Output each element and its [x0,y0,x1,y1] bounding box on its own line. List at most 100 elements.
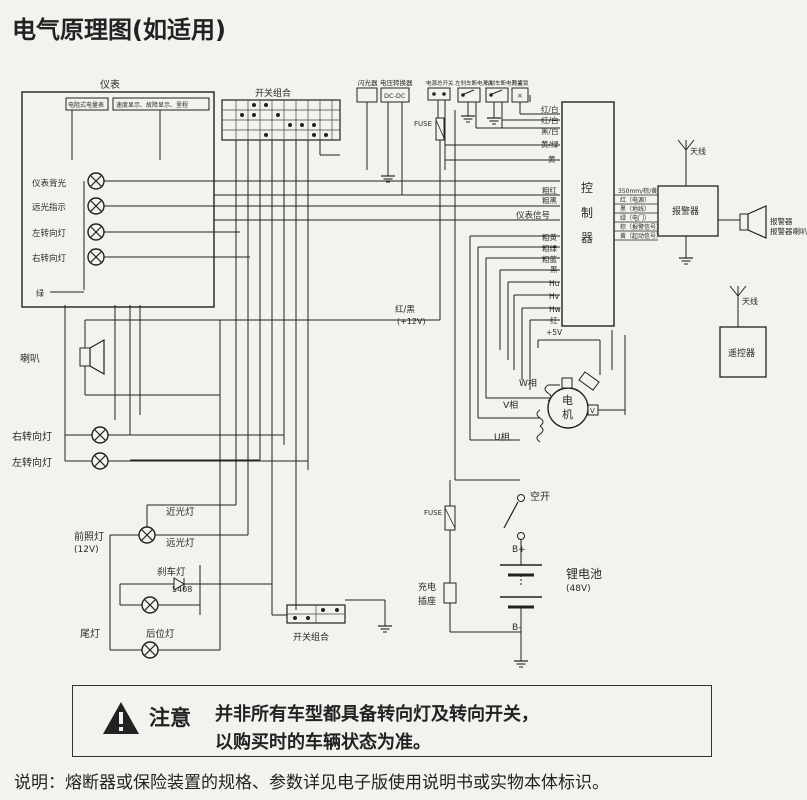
page-title: 电气原理图(如适用) [12,16,226,44]
supply-wire-label: 红/黑 [395,304,415,315]
wire-red-white-2: 红/白 [541,115,559,125]
horn-label: 喇叭 [20,353,40,365]
wire-thick-black: 粗黑 [542,195,557,205]
flash-relay: 闪光器 [356,78,378,170]
motor-phase-w: W相 [519,377,537,389]
flash-relay-label: 闪光器 [358,78,378,87]
motor-phase-u: U相 [494,431,510,443]
warning-icon [103,702,139,734]
motor: 电 机 W相 V相 U相 V [494,371,625,443]
charge-port-label-2: 插座 [418,595,436,607]
right-turn-indicator-icon [87,248,105,266]
alarm-antenna-label: 天线 [690,146,706,156]
breaker-label: 空开 [530,490,550,503]
wire-yellow-green: 黄/绿 [541,139,559,149]
dcdc-label: DC-DC [384,92,406,100]
controller-title-3: 器 [581,231,593,245]
battery-voltage: (48V) [566,584,591,594]
headlight: 前照灯 (12V) 近光灯 远光灯 [74,504,248,650]
battery-fuse-label: FUSE [424,509,442,517]
wire-instrument-signal: 仪表信号 [516,210,550,221]
right-brake-switch-label: 右刹车断电开关 [484,79,523,87]
switch-combo-top-label: 开关组合 [255,87,291,99]
top-switch-group: 电源总开关 左刹车断电开关 右刹车断电开关 防盗锁 × [426,79,529,103]
controller-title-2: 制 [581,206,593,220]
battery-b-minus: B- [512,623,521,633]
instrument-panel: 仪表 电阻式电量表 速度显示、故障显示、里程 仪表背光 远光指示 左转向灯 右转… [21,78,215,308]
motor-phase-v: V相 [503,399,518,411]
wire-thick-red: 粗红 [542,185,557,195]
right-turn-light-icon [91,426,109,444]
switch-combo-bottom: 开关组合 [286,599,393,643]
lamp-label-high-beam: 远光指示 [32,202,66,213]
hall-sensor-icon: V [590,407,595,415]
notice-box: 注意 并非所有车型都具备转向灯及转向开关， 以购买时的车辆状态为准。 [72,685,712,757]
power-switch-label: 电源总开关 [426,79,454,87]
horn: 喇叭 [20,305,220,435]
brake-light-label: 刹车灯 [157,566,186,578]
lamp-label-left-turn: 左转向灯 [32,228,67,239]
speed-display-label: 速度显示、故障显示、里程 [116,101,188,109]
left-turn-light-icon [91,452,109,470]
wire-thick-green: 粗绿 [542,243,557,253]
headlight-icon [138,526,156,544]
notice-heading: 注意 [149,706,191,730]
controller: 控 制 器 红/白 红/白 黑/白 黄/绿 黄 粗红 粗黑 仪表信号 粗黄 粗绿… [516,101,615,337]
alarm-wire-ground: 黑（地线） [620,205,650,213]
near-beam-label: 近光灯 [166,506,195,518]
switch-combo-top: 开关组合 [221,87,341,141]
far-beam-label: 远光灯 [166,537,195,549]
footnote: 说明：熔断器或保险装置的规格、参数详见电子版使用说明书或实物本体标识。 [14,773,609,793]
ground-wire-label: 绿 [36,289,44,298]
left-turn-indicator-icon [87,223,105,241]
alarm-wire-alarm-signal: 棕（报警信号） [620,223,662,231]
remote-antenna-label: 天线 [742,296,758,306]
remote-label: 遥控器 [728,347,755,359]
charge-port-icon [443,582,457,604]
wire-hv: Hv [549,292,560,301]
motor-label-top: 电 [562,394,573,407]
wire-yellow: 黄 [548,154,556,164]
breaker-switch-icon [503,501,519,529]
anti-theft-lock-label: 防盗锁 [512,79,529,87]
brake-light-icon [141,596,159,614]
notice-line-2: 以购买时的车辆状态为准。 [215,732,431,753]
dcdc-converter: 电压转换器 DC-DC [380,78,413,195]
battery-gauge-label: 电阻式电量表 [68,101,104,109]
wire-thick-yellow: 粗黄 [542,232,557,242]
dcdc-title: 电压转换器 [380,78,413,87]
wire-plus-5v: +5V [546,328,563,337]
alarm-speaker-icon [747,205,767,239]
alarm-speaker-label: 报警器喇叭 [770,226,807,236]
tail-light: 尾灯 后位灯 [80,628,220,659]
alarm-wire-length: 350mm/棕/黄 [618,187,657,195]
fuse-top-label: FUSE [414,120,432,128]
horn-icon [89,338,105,376]
wire-black-white: 黑/白 [541,126,559,136]
switch-combo-bottom-label: 开关组合 [293,631,329,643]
alarm-unit: 天线 报警器 报警器 报警器喇叭 350mm/棕/黄 红（电源） 黑（地线） 绿… [614,139,807,265]
battery-section: 空开 B+ B- 锂电池 (48V) FUSE 充电 插座 [418,479,602,668]
headlight-voltage: (12V) [74,545,99,555]
alarm-wire-start-signal: 黄（起动信号） [620,232,662,240]
backlight-lamp-icon [87,172,105,190]
wire-red-white-1: 红/白 [541,104,559,114]
lamp-label-right-turn: 右转向灯 [32,253,67,264]
battery-label: 锂电池 [566,566,602,581]
controller-title-1: 控 [581,181,593,195]
battery-b-plus: B+ [512,545,526,555]
high-beam-indicator-icon [87,197,105,215]
left-turn-light-label: 左转向灯 [12,456,52,469]
turn-lights: 右转向灯 左转向灯 [12,426,308,470]
alarm-wire-ignition: 绿（电门） [620,214,650,222]
instrument-panel-title: 仪表 [100,78,120,91]
left-brake-switch-label: 左刹车断电开关 [455,79,494,87]
brake-light-code: 5408 [172,585,192,594]
lamp-label-backlight: 仪表背光 [32,178,67,189]
notice-line-1: 并非所有车型都具备转向灯及转向开关， [215,704,539,725]
alarm-speaker-label-1: 报警器 [770,216,793,226]
headlight-label: 前照灯 [74,530,104,543]
right-turn-light-label: 右转向灯 [12,430,52,443]
alarm-wire-power: 红（电源） [620,196,650,204]
rear-position-light-icon [141,641,159,659]
